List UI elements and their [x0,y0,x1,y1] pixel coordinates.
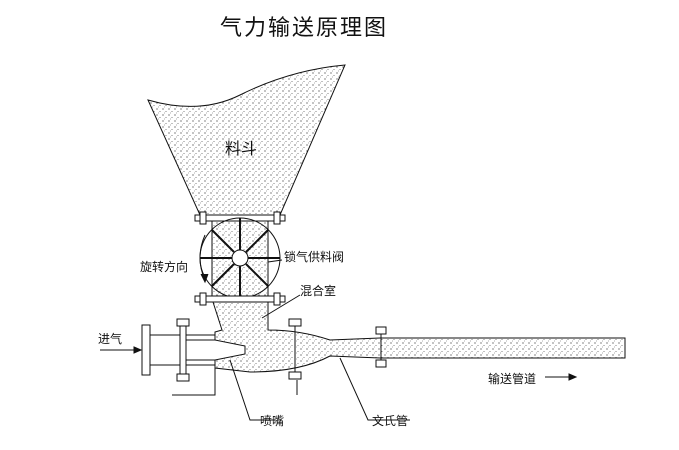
label-air-inlet: 进气 [98,332,123,346]
label-rotation-direction: 旋转方向 [140,260,189,274]
label-rotary-valve: 锁气供料阀 [284,250,345,264]
lower-flange [194,295,286,303]
diagram-title: 气力输送原理图 [220,16,389,41]
hopper [147,64,346,216]
label-mixing-chamber: 混合室 [300,284,337,298]
label-hopper: 料斗 [225,139,258,158]
nozzle [185,339,246,361]
mixing-chamber-and-pipe [212,301,626,373]
label-nozzle: 喷嘴 [260,414,285,428]
label-pipeline: 输送管道 [488,372,537,386]
label-venturi: 文氏管 [372,414,409,428]
